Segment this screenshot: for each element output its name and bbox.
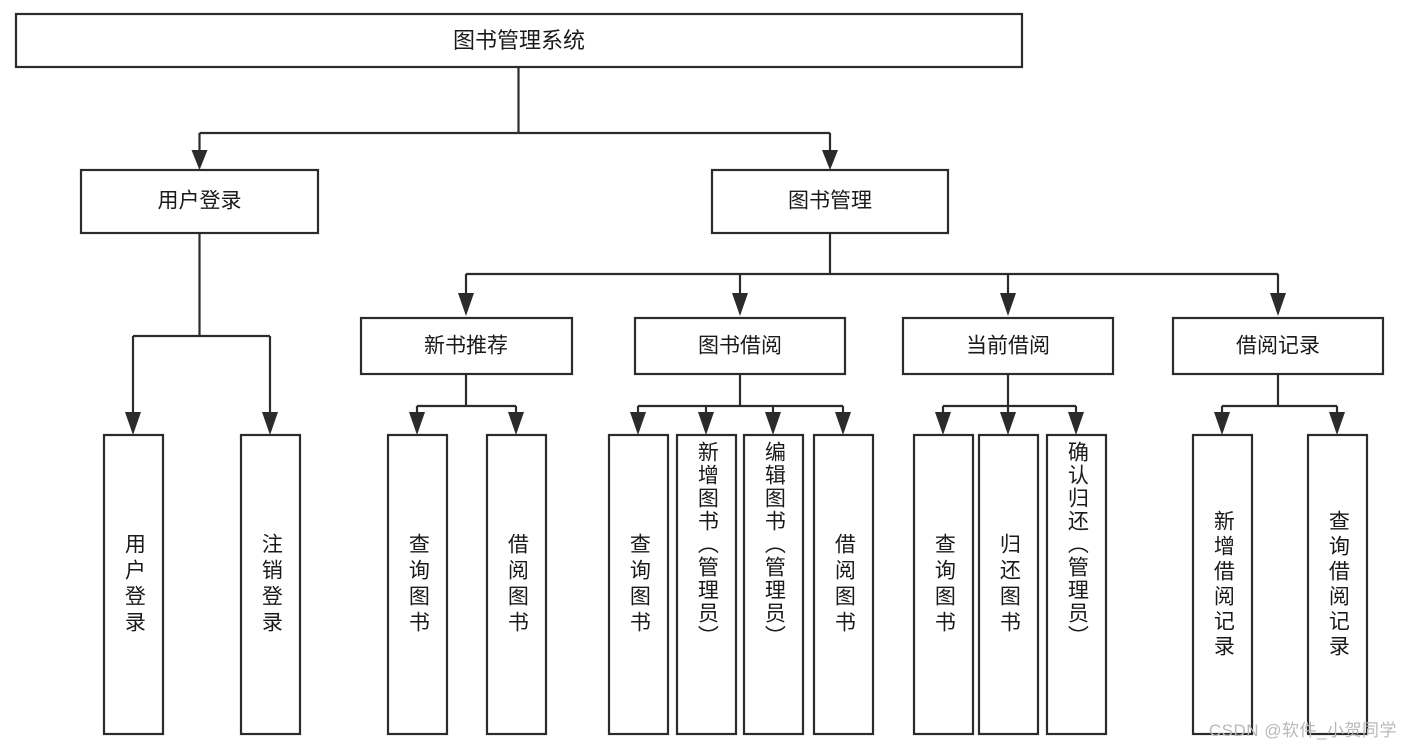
arrow-head-leaf-return-book [1000, 412, 1016, 435]
arrow-head-current-borrow [1000, 293, 1016, 316]
arrow-head-leaf-query-book-1 [409, 412, 425, 435]
node-leaf-borrow-book-2[interactable] [812, 433, 875, 736]
node-current-borrow-label: 当前借阅 [966, 335, 1050, 358]
arrow-head-book-management [822, 150, 838, 170]
arrow-head-new-book-recommend [458, 293, 474, 316]
node-root-label: 图书管理系统 [453, 28, 585, 53]
connector-layer [125, 67, 1345, 435]
node-book-borrow-label: 图书借阅 [698, 335, 782, 358]
node-leaf-borrow-book-1[interactable] [485, 433, 548, 736]
node-leaf-query-book-3[interactable] [912, 433, 975, 736]
arrow-head-book-borrow [732, 293, 748, 316]
node-root[interactable] [14, 12, 1024, 69]
arrow-head-leaf-add-record [1214, 412, 1230, 435]
arrow-head-user-login [191, 150, 208, 170]
node-leaf-return-book[interactable] [977, 433, 1040, 736]
node-book-management[interactable] [710, 168, 950, 235]
arrow-head-leaf-borrow-book-2 [835, 412, 851, 435]
arrow-head-leaf-user-logout [262, 412, 278, 435]
node-leaf-add-record[interactable] [1191, 433, 1254, 736]
node-leaf-query-book-1[interactable] [386, 433, 449, 736]
node-leaf-user-login[interactable] [102, 433, 165, 736]
node-user-login[interactable] [79, 168, 320, 235]
node-leaf-edit-book[interactable] [742, 433, 805, 736]
watermark: CSDN @软件_小贺同学 [1208, 721, 1397, 740]
arrow-head-leaf-edit-book [765, 412, 781, 435]
arrow-head-leaf-user-login [125, 412, 141, 435]
node-leaf-user-logout[interactable] [239, 433, 302, 736]
node-leaf-add-book[interactable] [675, 433, 738, 736]
arrow-head-leaf-borrow-book-1 [508, 412, 524, 435]
node-book-management-label: 图书管理 [788, 190, 872, 213]
node-leaf-confirm-return[interactable] [1045, 433, 1108, 736]
arrow-head-borrow-record [1270, 293, 1286, 316]
node-new-book-recommend[interactable] [359, 316, 574, 376]
arrow-head-leaf-query-record [1329, 412, 1345, 435]
node-borrow-record-label: 借阅记录 [1236, 335, 1320, 358]
arrow-head-leaf-query-book-2 [630, 412, 646, 435]
node-new-book-recommend-label: 新书推荐 [424, 335, 508, 358]
arrow-head-leaf-query-book-3 [935, 412, 951, 435]
node-layer: 图书管理系统 用户登录 图书管理 新书推荐 图书借阅 当前借阅 借阅记录 [14, 12, 1385, 736]
node-borrow-record[interactable] [1171, 316, 1385, 376]
node-user-login-label: 用户登录 [158, 190, 242, 213]
arrow-head-leaf-add-book [698, 412, 714, 435]
node-book-borrow[interactable] [633, 316, 847, 376]
arrow-head-leaf-confirm-return [1068, 412, 1084, 435]
node-leaf-query-record[interactable] [1306, 433, 1369, 736]
node-leaf-query-book-2[interactable] [607, 433, 670, 736]
node-current-borrow[interactable] [901, 316, 1115, 376]
